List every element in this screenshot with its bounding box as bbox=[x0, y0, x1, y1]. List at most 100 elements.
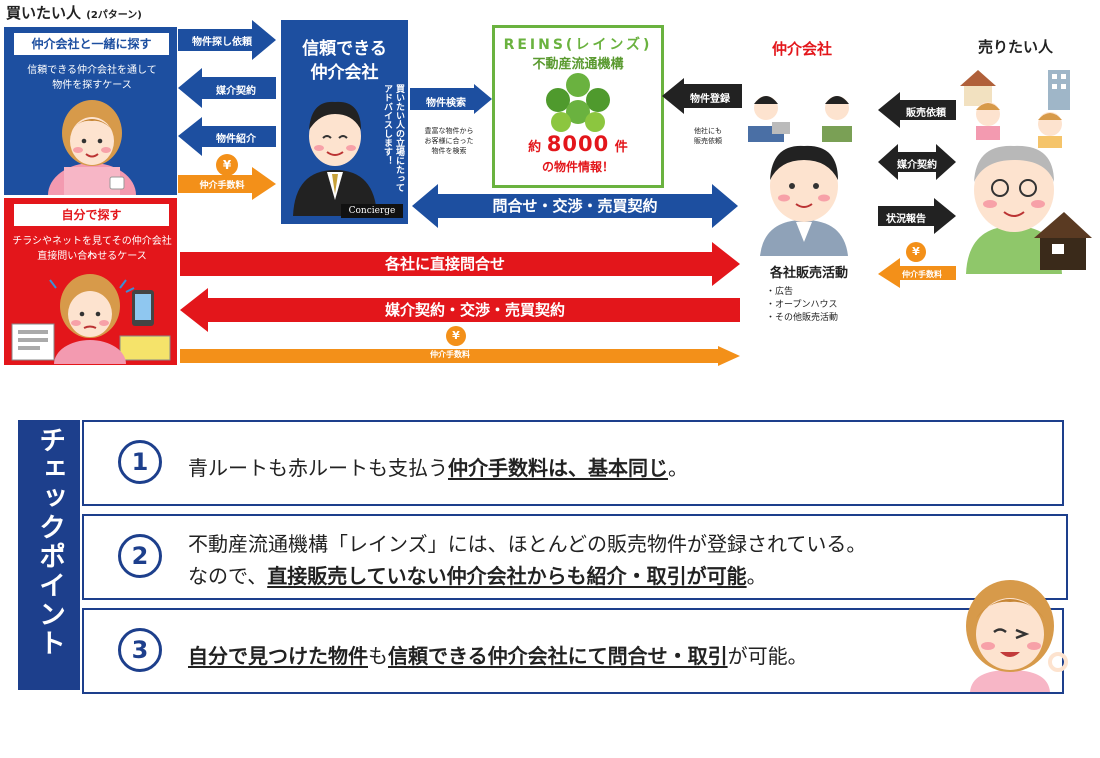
sales-request-label: 販売依頼 bbox=[906, 108, 946, 119]
checkpoint-text-2-line-2: なので、直接販売していない仲介会社からも紹介・取引が可能。 bbox=[188, 560, 767, 589]
checkpoint-2-part-c: 。 bbox=[746, 564, 767, 588]
self-search-desc-1: チラシやネットを見てその仲介会社へ bbox=[12, 236, 172, 262]
sales-activity-list: ・広告 ・オープンハウス ・その他販売活動 bbox=[766, 286, 838, 325]
reins-count-row: 約 8000 件 bbox=[495, 132, 661, 156]
contract-negotiation-label: 媒介契約・交渉・売買契約 bbox=[384, 301, 565, 319]
agency-contract-label: 媒介契約 bbox=[216, 86, 256, 97]
introduction-arrow bbox=[178, 117, 276, 156]
seller-contract-arrow bbox=[878, 144, 956, 180]
winking-woman-illustration bbox=[966, 580, 1068, 692]
sales-activity-title: 各社販売活動 bbox=[770, 266, 849, 281]
with-agent-desc-1: 信頼できる仲介会社を通して bbox=[27, 65, 157, 76]
property-search-desc-3: 物件を検索 bbox=[431, 147, 467, 155]
checkpoint-side-label: チェックポイント bbox=[18, 420, 80, 690]
seller-yen-icon: ¥ bbox=[906, 242, 926, 262]
property-search-desc-1: 豊富な物件から bbox=[424, 127, 474, 135]
concierge-badge: Concierge bbox=[341, 204, 403, 218]
checkpoint-1-part-c: 。 bbox=[668, 456, 688, 480]
contract-negotiation-arrow bbox=[180, 288, 740, 332]
self-search-desc-2: 直接問い合わせるケース bbox=[37, 251, 147, 262]
woman-with-flyers-illustration bbox=[11, 274, 171, 364]
activity-ads: ・広告 bbox=[766, 287, 794, 297]
reins-count-prefix: 約 bbox=[528, 140, 542, 155]
listing-arrow bbox=[662, 78, 742, 114]
fee-arrow bbox=[178, 167, 276, 200]
seller-title: 売りたい人 bbox=[978, 38, 1054, 56]
fee-label: 仲介手数料 bbox=[199, 181, 245, 191]
yen-icon: ¥ bbox=[216, 154, 238, 176]
checkpoint-text-1: 青ルートも赤ルートも支払う仲介手数料は、基本同じ。 bbox=[188, 452, 688, 481]
checkpoint-num-1: 1 bbox=[118, 440, 162, 484]
reins-title: REINS(レインズ) bbox=[503, 37, 653, 53]
search-request-label: 物件探し依頼 bbox=[192, 37, 252, 48]
reins-logo-icon bbox=[546, 73, 610, 132]
direct-inquiry-label: 各社に直接問合せ bbox=[384, 255, 505, 273]
inquiry-label: 問合せ・交渉・売買契約 bbox=[492, 197, 658, 215]
concierge-vertical-2: アドバイスします！ bbox=[382, 84, 392, 165]
buyer-title-text: 買いたい人 bbox=[6, 4, 82, 22]
seller-fee-label: 仲介手数料 bbox=[902, 270, 942, 279]
concierge-title-2: 仲介会社 bbox=[310, 63, 379, 83]
checkpoint-2-part-a: なので、 bbox=[188, 564, 268, 588]
woman-with-cup-illustration bbox=[48, 100, 136, 195]
seller-contract-label: 媒介契約 bbox=[897, 160, 937, 171]
seller-family-illustration bbox=[960, 70, 1092, 274]
checkpoint-num-2: 2 bbox=[118, 534, 162, 578]
concierge-title-1: 信頼できる bbox=[302, 39, 387, 59]
listing-desc-1: 他社にも bbox=[694, 127, 722, 135]
checkpoint-item-2: 2 不動産流通機構「レインズ」には、ほとんどの販売物件が登録されている。 なので… bbox=[82, 514, 1068, 600]
listing-label: 物件登録 bbox=[690, 94, 730, 105]
buyer-title: 買いたい人 (2パターン) bbox=[6, 2, 142, 23]
checkpoint-item-1: 1 青ルートも赤ルートも支払う仲介手数料は、基本同じ。 bbox=[82, 420, 1064, 506]
buyer-patterns: (2パターン) bbox=[86, 10, 142, 21]
property-search-label: 物件検索 bbox=[426, 98, 466, 109]
checkpoint-num-3: 3 bbox=[118, 628, 162, 672]
direct-inquiry-arrow bbox=[180, 242, 740, 286]
seller-agent-arrows bbox=[878, 92, 956, 288]
concierge-man-illustration bbox=[293, 101, 377, 216]
search-request-arrow bbox=[178, 20, 276, 60]
checkpoint-3-part-b: も bbox=[368, 644, 388, 668]
checkpoint-3-part-d: が可能。 bbox=[727, 644, 808, 668]
listing-desc: 他社にも 販売依頼 bbox=[680, 126, 736, 146]
reins-subtitle: 不動産流通機構 bbox=[532, 57, 624, 72]
checkpoint-item-3: 3 自分で見つけた物件も信頼できる仲介会社にて問合せ・取引が可能。 bbox=[82, 608, 1064, 694]
property-search-desc-2: お客様に合った bbox=[424, 137, 474, 145]
checkpoint-text-2-line-1: 不動産流通機構「レインズ」には、ほとんどの販売物件が登録されている。 bbox=[188, 532, 867, 556]
checkpoint-1-part-b: 仲介手数料は、基本同じ bbox=[448, 456, 668, 480]
with-agent-label: 仲介会社と一緒に探す bbox=[14, 33, 169, 55]
activity-other: ・その他販売活動 bbox=[766, 313, 839, 323]
checkpoint-3-part-c: 信頼できる仲介会社にて問合せ・取引 bbox=[388, 644, 728, 668]
with-agent-panel: 仲介会社と一緒に探す 信頼できる仲介会社を通して 物件を探すケース bbox=[4, 27, 177, 195]
property-search-arrow bbox=[410, 84, 492, 114]
status-report-arrow bbox=[878, 198, 956, 234]
checkpoint-1-part-a: 青ルートも赤ルートも支払う bbox=[188, 456, 448, 480]
with-agent-desc-2: 物件を探すケース bbox=[52, 80, 132, 91]
checkpoint-2-part-b: 直接販売していない仲介会社からも紹介・取引が可能 bbox=[267, 564, 747, 588]
buyer-agent-arrows bbox=[178, 20, 276, 200]
reins-count: 8000 bbox=[546, 132, 610, 156]
sales-request-arrow bbox=[878, 92, 956, 128]
center-yen-icon: ¥ bbox=[446, 326, 466, 346]
status-report-label: 状況報告 bbox=[886, 214, 926, 225]
agency-title: 仲介会社 bbox=[772, 40, 833, 58]
reins-info: の物件情報！ bbox=[541, 160, 614, 174]
listing-desc-2: 販売依頼 bbox=[694, 137, 722, 145]
agency-contract-arrow bbox=[178, 68, 276, 108]
trusted-agency-box: 信頼できる 仲介会社 買いたい人の立場にたって アドバイスします！ Concie… bbox=[281, 20, 408, 224]
checkpoint-text-3: 自分で見つけた物件も信頼できる仲介会社にて問合せ・取引が可能。 bbox=[188, 640, 808, 669]
checkpoint-3-part-a: 自分で見つけた物件 bbox=[188, 644, 368, 668]
agency-staff-illustration bbox=[748, 96, 852, 256]
inquiry-double-arrow bbox=[412, 184, 738, 228]
checkpoint-title: チェックポイント bbox=[34, 426, 65, 658]
property-search-desc: 豊富な物件から お客様に合った 物件を検索 bbox=[410, 126, 488, 156]
reins-box: REINS(レインズ) 不動産流通機構 約 8000 件 の物件情報！ bbox=[492, 25, 664, 188]
seller-fee-arrow bbox=[878, 258, 956, 288]
concierge-vertical-1: 買いたい人の立場にたって bbox=[394, 84, 404, 192]
self-search-panel: 自分で探す チラシやネットを見てその仲介会社へ 直接問い合わせるケース bbox=[4, 198, 177, 365]
reins-count-suffix: 件 bbox=[614, 140, 628, 155]
self-search-label: 自分で探す bbox=[14, 204, 169, 226]
center-fee-label: 仲介手数料 bbox=[430, 350, 470, 359]
center-fee-arrow bbox=[180, 346, 740, 366]
activity-open-house: ・オープンハウス bbox=[766, 300, 838, 310]
